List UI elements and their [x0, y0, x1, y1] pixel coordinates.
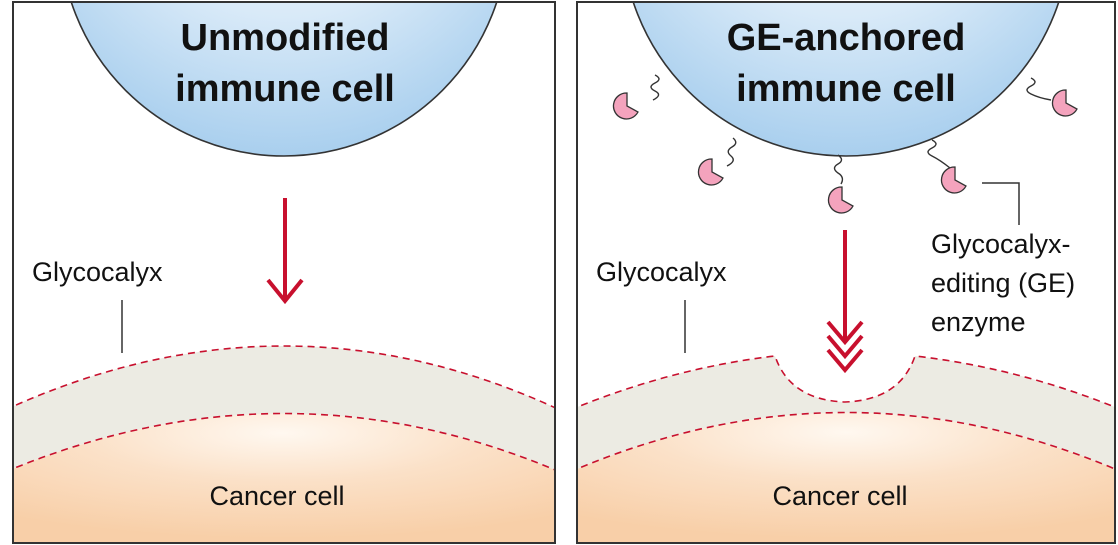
enzyme-label-leader [982, 182, 1020, 225]
right-title-line1: GE-anchored [727, 17, 966, 59]
left-glycocalyx-label: Glycocalyx [32, 257, 163, 287]
left-arrow [266, 198, 304, 305]
right-panel: GE-anchored immune cell Glycocalyx Glyco… [577, 2, 1115, 543]
right-cancer-cell [577, 412, 1115, 543]
enzyme-group [650, 74, 1052, 185]
enzyme-tether-5 [1026, 77, 1052, 101]
right-immune-cell [632, 2, 1060, 157]
left-cancer-cell-label: Cancer cell [209, 481, 344, 511]
right-title-line2: immune cell [736, 68, 956, 110]
right-glycocalyx-label: Glycocalyx [596, 257, 727, 287]
right-arrow [826, 230, 864, 374]
left-title-line2: immune cell [175, 68, 395, 110]
left-immune-cell [70, 2, 498, 157]
left-glycocalyx-outer-edge [13, 345, 555, 409]
right-glycocalyx-outer-edge [577, 355, 1115, 409]
left-panel-border [12, 1, 556, 544]
enzyme-tether-3 [833, 154, 844, 185]
left-title-line1: Unmodified [181, 17, 390, 59]
enzyme-tether-4 [927, 139, 951, 169]
enzyme-label-line1: Glycocalyx- [931, 229, 1071, 259]
enzyme-label-line3: enzyme [931, 307, 1026, 337]
right-panel-border [576, 1, 1116, 544]
right-glycocalyx-layer [577, 356, 1115, 470]
left-glycocalyx-layer [13, 346, 555, 470]
enzyme-label-line2: editing (GE) [931, 268, 1075, 298]
right-cancer-cell-label: Cancer cell [772, 481, 907, 511]
enzyme-tether-2 [726, 137, 737, 167]
left-cancer-cell [13, 413, 555, 543]
left-panel: Unmodified immune cell Glycocalyx Cancer… [13, 2, 555, 543]
enzyme-tether-1 [650, 74, 660, 101]
right-glycocalyx-inner-edge [577, 411, 1115, 470]
